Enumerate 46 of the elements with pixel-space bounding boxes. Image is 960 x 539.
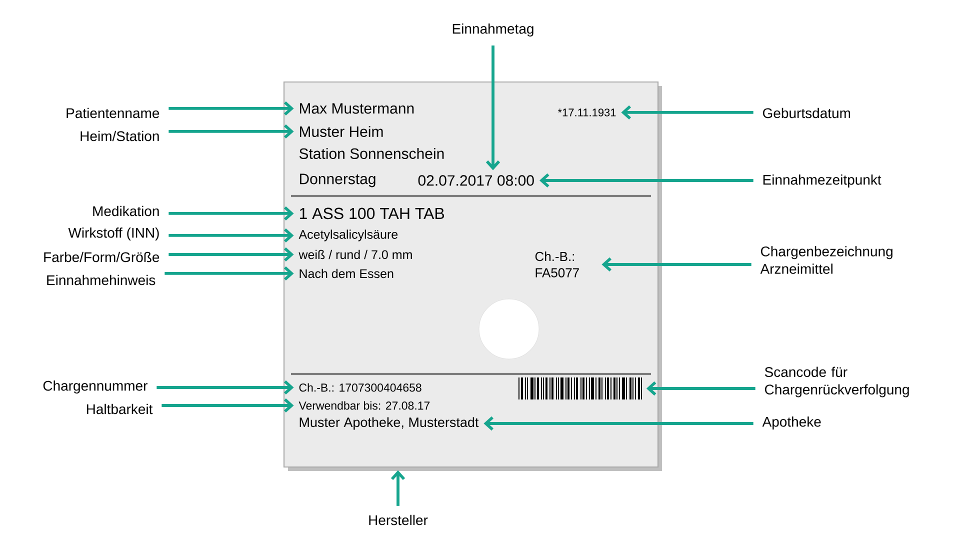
annotation-label: Patientenname bbox=[66, 108, 160, 118]
birth-date: *17.11.1931 bbox=[558, 108, 616, 116]
date-time: 02.07.2017 08:00 bbox=[418, 175, 534, 186]
arrow bbox=[168, 206, 294, 221]
arrow bbox=[486, 45, 500, 170]
batch-label: Ch.-B.: FA5077 bbox=[535, 252, 579, 278]
annotation-label: Heim/Station bbox=[80, 130, 159, 142]
annotation-label: Einnahmezeitpunkt bbox=[763, 174, 882, 188]
annotation-label: Scancode für Chargenrückverfolgung bbox=[764, 366, 909, 398]
annotation-label: Farbe/Form/Größe bbox=[44, 252, 160, 262]
medication-name: 1 ASS 100 TAH TAB bbox=[300, 208, 444, 220]
annotation-label: Einnahmehinweis bbox=[47, 274, 156, 286]
label-card bbox=[283, 81, 662, 471]
annotation-label: Apotheke bbox=[762, 416, 821, 430]
arrow bbox=[646, 381, 756, 396]
arrow bbox=[156, 380, 294, 395]
ward-name: Station Sonnenschein bbox=[299, 148, 444, 159]
annotation-label: Medikation bbox=[93, 206, 159, 216]
arrow bbox=[390, 470, 406, 506]
annotation-label: Hersteller bbox=[369, 514, 428, 526]
arrow bbox=[168, 124, 294, 139]
annotation-label: Geburtsdatum bbox=[762, 108, 850, 118]
annotation-label: Chargennummer bbox=[43, 380, 148, 394]
arrow bbox=[164, 266, 294, 281]
arrow bbox=[621, 105, 754, 120]
arrow bbox=[162, 398, 294, 413]
arrow bbox=[484, 416, 754, 431]
home-name: Muster Heim bbox=[300, 126, 383, 137]
expiry-date: Verwendbar bis: 27.08.17 bbox=[298, 401, 430, 410]
patient-name: Max Mustermann bbox=[300, 103, 414, 114]
arrow bbox=[602, 257, 752, 272]
annotation-label: Chargenbezeichnung Arzneimittel bbox=[760, 246, 892, 274]
arrow bbox=[168, 247, 294, 262]
active-ingredient: Acetylsalicylsäure bbox=[298, 230, 398, 242]
annotation-label: Einnahmetag bbox=[452, 23, 534, 37]
tablet-description: weiß / rund / 7.0 mm bbox=[298, 250, 412, 260]
weekday: Donnerstag bbox=[300, 174, 376, 188]
arrow bbox=[168, 101, 294, 116]
batch-number: Ch.-B.: 1707300404658 bbox=[299, 383, 422, 392]
annotation-label: Haltbarkeit bbox=[86, 404, 153, 414]
arrow bbox=[168, 228, 294, 243]
barcode bbox=[518, 377, 642, 400]
arrow bbox=[539, 173, 754, 188]
annotation-label: Wirkstoff (INN) bbox=[68, 227, 159, 241]
pharmacy-name: Muster Apotheke, Musterstadt bbox=[300, 417, 479, 430]
intake-note: Nach dem Essen bbox=[300, 268, 394, 278]
